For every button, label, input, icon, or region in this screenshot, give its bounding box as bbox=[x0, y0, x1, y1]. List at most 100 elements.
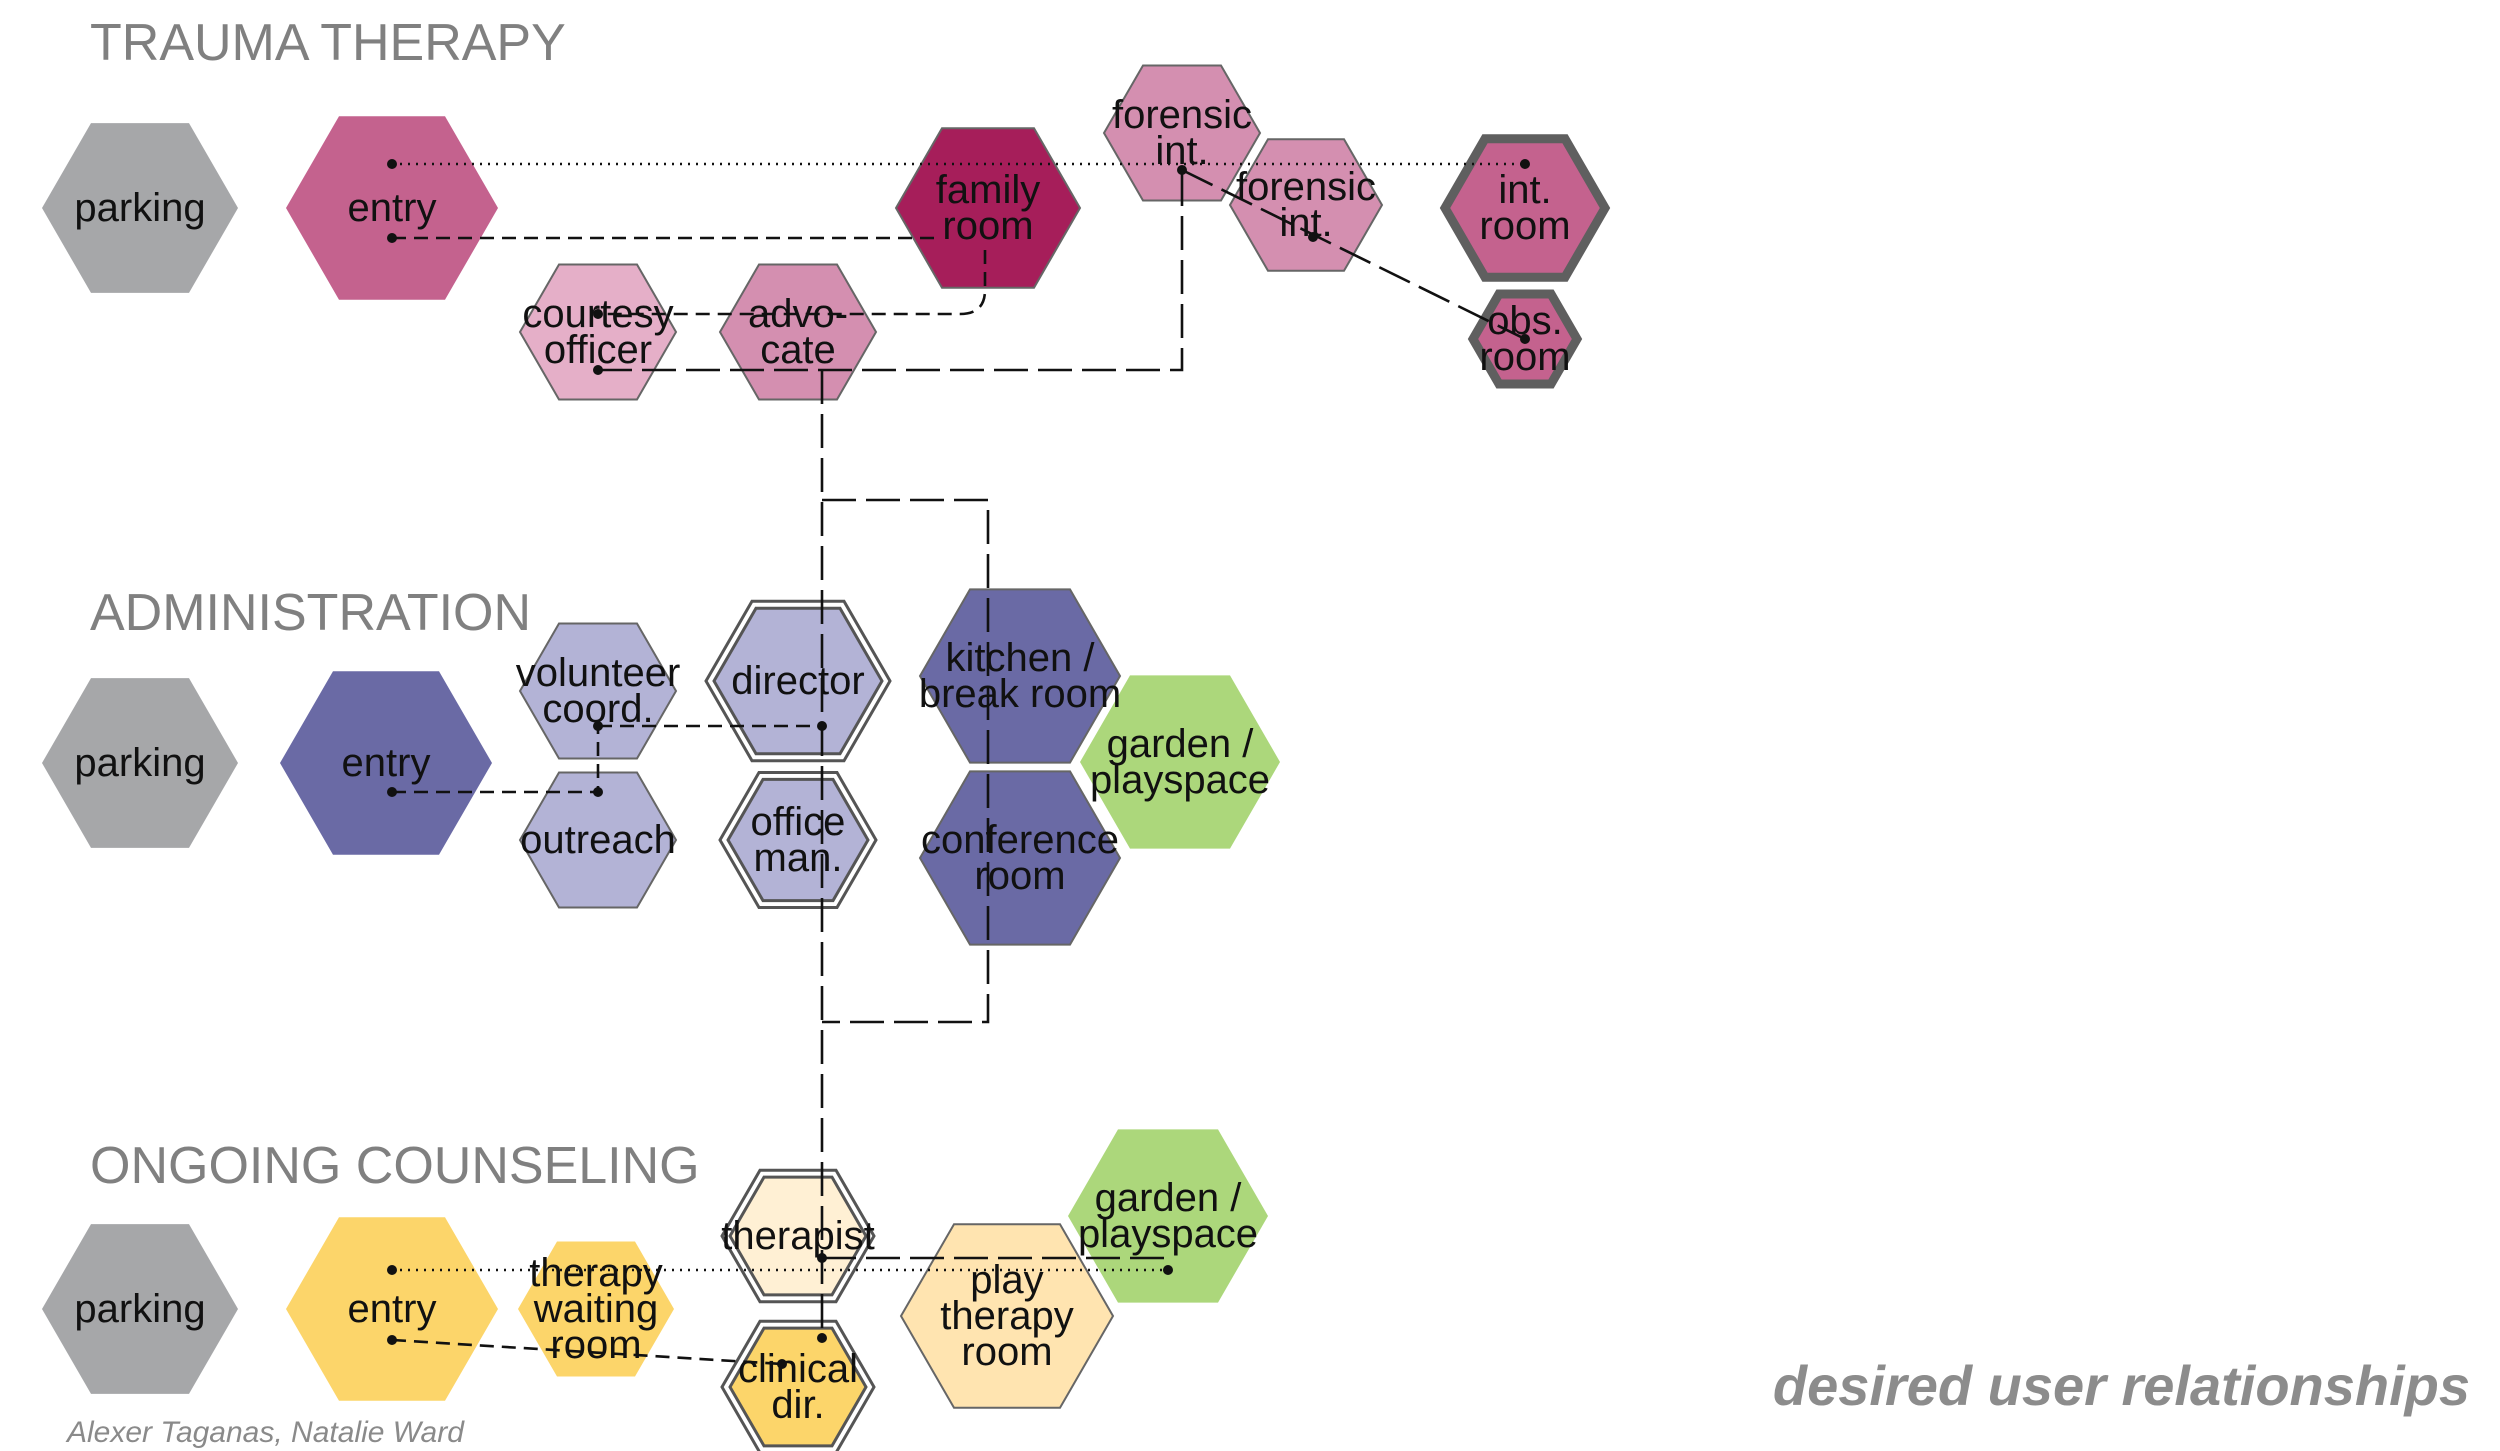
connector-dot bbox=[817, 721, 827, 731]
node-label-line: director bbox=[731, 659, 864, 703]
node-label-t-obsroom: obs.room bbox=[1479, 299, 1570, 379]
hexagon-shape bbox=[918, 770, 1122, 946]
hexagon-shape bbox=[712, 606, 884, 756]
node-t-forensic1 bbox=[1102, 64, 1262, 202]
node-c-therapist bbox=[720, 1168, 876, 1304]
node-label-line: entry bbox=[342, 741, 431, 785]
node-t-family bbox=[894, 127, 1082, 289]
connector-dot bbox=[1308, 232, 1318, 242]
node-a-parking bbox=[42, 678, 238, 848]
node-a-conference bbox=[918, 770, 1122, 946]
node-label-c-garden: garden /playspace bbox=[1078, 1176, 1258, 1256]
node-label-line: int. bbox=[1498, 168, 1551, 212]
node-label-line: entry bbox=[348, 186, 437, 230]
hexagon-shape bbox=[280, 671, 492, 855]
hexagon-shape bbox=[286, 1217, 498, 1401]
credits-text: Alexer Taganas, Natalie Ward bbox=[65, 1416, 465, 1449]
node-label-a-director: director bbox=[731, 659, 864, 703]
node-label-t-introom: int.room bbox=[1479, 168, 1570, 248]
node-label-a-garden: garden /playspace bbox=[1090, 722, 1270, 802]
node-label-line: room bbox=[942, 204, 1033, 248]
node-label-line: conference bbox=[921, 818, 1119, 862]
connector-dot bbox=[593, 365, 603, 375]
hexagon-outer-ring bbox=[720, 1319, 876, 1451]
connector-kitchen-loop bbox=[822, 498, 990, 1024]
connector-dot bbox=[387, 1335, 397, 1345]
connector-dot bbox=[1520, 159, 1530, 169]
node-t-introom bbox=[1439, 134, 1611, 282]
hexagon-shape bbox=[1068, 1129, 1268, 1303]
node-label-line: room bbox=[974, 854, 1065, 898]
connector-dot bbox=[387, 233, 397, 243]
node-label-line: forensic bbox=[1112, 93, 1252, 137]
node-t-entry bbox=[286, 116, 498, 300]
node-label-c-parking: parking bbox=[74, 1287, 205, 1331]
connector-dot bbox=[387, 159, 397, 169]
hexagon-shape bbox=[42, 1224, 238, 1394]
node-a-kitchen bbox=[918, 588, 1122, 764]
hexagon-shape bbox=[42, 123, 238, 293]
hexagon-shape bbox=[728, 1175, 868, 1297]
hexagon-layer bbox=[42, 64, 1611, 1451]
node-label-a-parking: parking bbox=[74, 741, 205, 785]
connector-forensic-to-obs-room bbox=[1181, 168, 1526, 341]
hexagon-shape bbox=[518, 622, 678, 760]
node-t-courtesy bbox=[518, 263, 678, 401]
hexagon-shape bbox=[894, 127, 1082, 289]
node-label-line: cate bbox=[760, 328, 836, 372]
node-label-line: room bbox=[550, 1323, 641, 1367]
node-label-line: office bbox=[751, 800, 846, 844]
connector-dot bbox=[387, 1265, 397, 1275]
node-label-line: parking bbox=[74, 1287, 205, 1331]
hexagon-shape bbox=[899, 1223, 1115, 1409]
hexagon-shape bbox=[1102, 64, 1262, 202]
node-label-line: clinical bbox=[738, 1347, 858, 1391]
node-t-advocate bbox=[718, 263, 878, 401]
connector-dot bbox=[593, 309, 603, 319]
connector-courtesy-to-forensic bbox=[598, 170, 1184, 372]
node-label-line: advo- bbox=[748, 292, 848, 336]
node-label-line: room bbox=[961, 1330, 1052, 1374]
hexagon-shape bbox=[728, 1326, 868, 1448]
node-label-line: garden / bbox=[1095, 1176, 1243, 1220]
node-c-playtherapy bbox=[899, 1223, 1115, 1409]
node-label-line: play bbox=[970, 1258, 1043, 1302]
section-title-ongoing-counseling: ONGOING COUNSELING bbox=[90, 1137, 700, 1195]
node-label-line: officer bbox=[544, 328, 652, 372]
node-label-c-entry: entry bbox=[348, 1287, 437, 1331]
hexagon-shape bbox=[918, 588, 1122, 764]
node-label-t-parking: parking bbox=[74, 186, 205, 230]
node-t-parking bbox=[42, 123, 238, 293]
section-title-trauma-therapy: TRAUMA THERAPY bbox=[90, 14, 566, 72]
connector-dot bbox=[1520, 334, 1530, 344]
node-a-outreach bbox=[518, 771, 678, 909]
connector-family-room-to-courtesy-officer bbox=[598, 250, 987, 316]
node-label-a-outreach: outreach bbox=[520, 818, 676, 862]
node-label-line: dir. bbox=[771, 1383, 824, 1427]
node-a-garden bbox=[1080, 675, 1280, 849]
node-label-line: courtesy bbox=[522, 292, 673, 336]
node-label-line: obs. bbox=[1487, 299, 1563, 343]
hexagon-shape bbox=[518, 263, 678, 401]
section-title-administration: ADMINISTRATION bbox=[90, 584, 531, 642]
node-label-line: entry bbox=[348, 1287, 437, 1331]
node-c-waiting bbox=[518, 1241, 674, 1377]
node-label-line: room bbox=[1479, 204, 1570, 248]
node-label-c-therapist: therapist bbox=[721, 1214, 874, 1258]
node-a-entry bbox=[280, 671, 492, 855]
connector-dot bbox=[387, 787, 397, 797]
node-c-garden bbox=[1068, 1129, 1268, 1303]
hexagon-shape bbox=[518, 771, 678, 909]
connector-dot bbox=[777, 1359, 787, 1369]
hexagon-outer-ring bbox=[718, 771, 878, 909]
node-label-t-advocate: advo-cate bbox=[748, 292, 848, 372]
